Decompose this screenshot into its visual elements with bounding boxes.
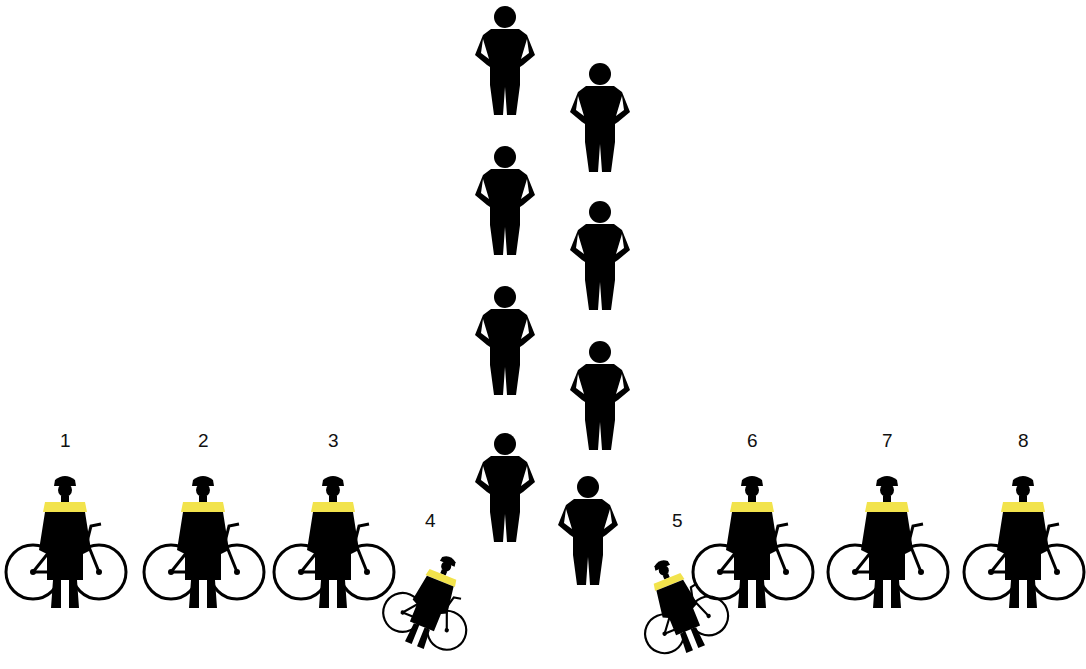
callout-number: 5	[672, 511, 683, 530]
callout-number: 2	[198, 431, 209, 450]
callout-number: 4	[425, 511, 436, 530]
callout-number: 6	[747, 431, 758, 450]
callout-number: 1	[60, 431, 71, 450]
callout-number: 8	[1018, 431, 1029, 450]
callout-number: 7	[882, 431, 893, 450]
callout-number: 3	[328, 431, 339, 450]
